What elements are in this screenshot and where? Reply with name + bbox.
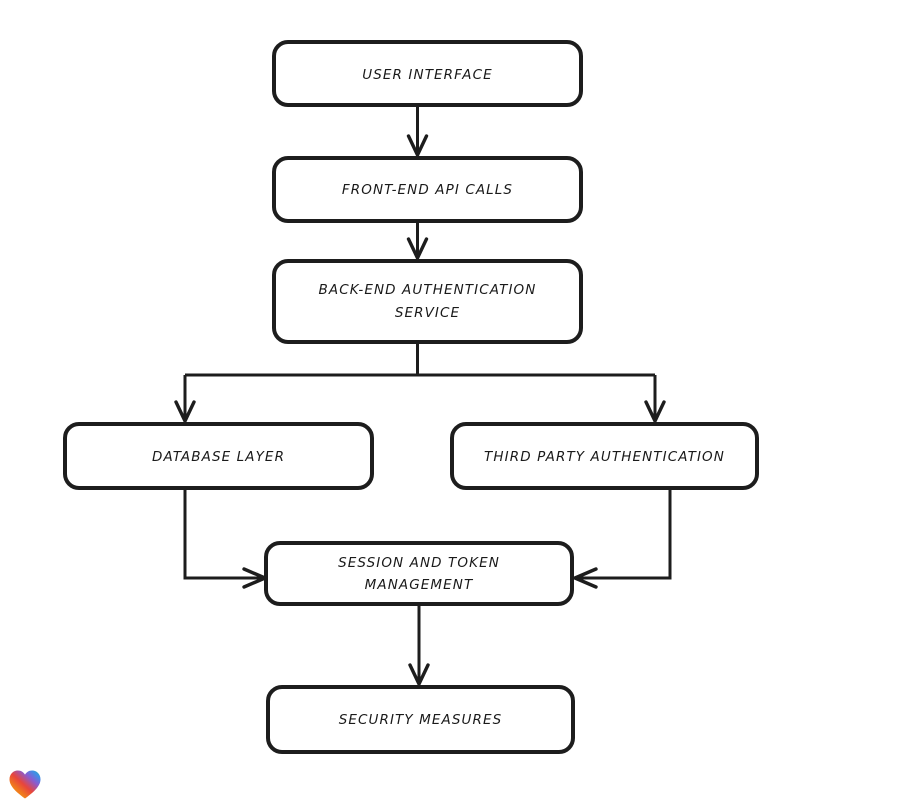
node-front-end-api-calls[interactable]: FRONT-END API CALLS [272,156,583,223]
node-security-measures-shape[interactable] [266,685,575,754]
node-session-and-token-management-label-line2: MANAGEMENT [365,577,474,593]
node-third-party-authentication[interactable]: THIRD PARTY AUTHENTICATION [450,422,759,490]
edge-api-to-backend [406,221,429,260]
edges-layer [174,105,672,686]
node-back-end-authentication-service[interactable]: BACK-END AUTHENTICATION SERVICE [272,259,583,344]
node-user-interface[interactable]: USER INTERFACE [272,40,583,107]
edge-backend-split-bus [185,342,655,377]
node-database-layer-label: DATABASE LAYER [152,449,285,465]
node-front-end-api-calls-shape[interactable] [272,156,583,223]
node-session-and-token-management-shape[interactable] [264,541,574,606]
node-security-measures-label: SECURITY MEASURES [339,712,503,728]
node-session-and-token-management-label-line1: SESSION AND TOKEN [338,555,500,571]
edge-database-to-session [183,488,267,589]
node-user-interface-shape[interactable] [272,40,583,107]
node-back-end-authentication-service-label-line2: SERVICE [395,305,460,321]
edge-thirdparty-to-session [573,488,672,589]
edge-backend-to-thirdparty [644,375,666,423]
edge-backend-to-database [174,375,196,423]
node-third-party-authentication-label: THIRD PARTY AUTHENTICATION [484,449,725,465]
node-front-end-api-calls-label: FRONT-END API CALLS [342,182,513,198]
node-database-layer[interactable]: DATABASE LAYER [63,422,374,490]
node-back-end-authentication-service-label-line1: BACK-END AUTHENTICATION [319,282,537,298]
node-third-party-authentication-shape[interactable] [450,422,759,490]
node-database-layer-shape[interactable] [63,422,374,490]
edge-ui-to-api [406,105,429,157]
node-user-interface-label: USER INTERFACE [362,67,492,83]
nodes-layer: USER INTERFACE FRONT-END API CALLS BACK-… [63,40,759,754]
heart-icon [9,770,41,799]
edge-session-to-security [408,604,430,686]
node-back-end-authentication-service-shape[interactable] [272,259,583,344]
node-security-measures[interactable]: SECURITY MEASURES [266,685,575,754]
node-session-and-token-management[interactable]: SESSION AND TOKEN MANAGEMENT [264,541,574,606]
